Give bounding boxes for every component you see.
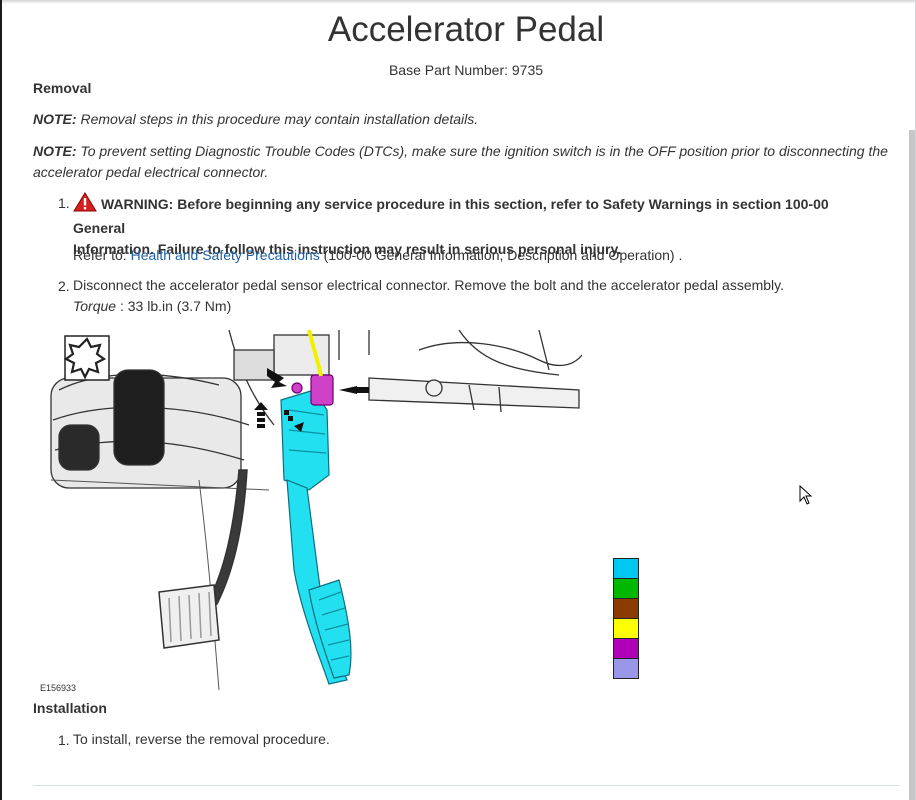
legend-swatch: [613, 618, 639, 638]
install-step-text: To install, reverse the removal procedur…: [73, 731, 330, 747]
torque-value: : 33 lb.in (3.7 Nm): [116, 298, 232, 314]
note-text: To prevent setting Diagnostic Trouble Co…: [76, 143, 888, 159]
color-legend: [613, 558, 639, 679]
installation-heading: Installation: [33, 700, 107, 716]
note-label: NOTE:: [33, 111, 77, 127]
step-number: 1.: [58, 195, 70, 211]
top-shadow: [2, 0, 915, 4]
step-number: 2.: [58, 278, 70, 294]
divider: [33, 785, 899, 786]
note-text: Removal steps in this procedure may cont…: [76, 111, 479, 127]
accelerator-pedal-illustration: [39, 330, 582, 694]
mouse-cursor-icon: [799, 484, 813, 510]
torx-bolt-icon: [63, 335, 110, 381]
torque-label: Torque: [73, 298, 117, 314]
scrollbar[interactable]: [909, 130, 915, 800]
refer-prefix: Refer to:: [73, 247, 131, 263]
page-title: Accelerator Pedal: [327, 10, 605, 49]
legend-swatch: [613, 598, 639, 618]
warning-line-2: Information. Failure to follow this inst…: [73, 241, 622, 257]
figure-code: E156933: [40, 683, 77, 693]
step-2-instruction: Disconnect the accelerator pedal sensor …: [73, 277, 785, 293]
base-part-number: Base Part Number: 9735: [388, 62, 544, 78]
warning-text: WARNING: Before beginning any service pr…: [73, 192, 873, 260]
legend-swatch: [613, 658, 639, 679]
warning-triangle-icon: [73, 192, 97, 218]
note-text-cont: accelerator pedal electrical connector.: [33, 164, 269, 180]
step-2-text: Disconnect the accelerator pedal sensor …: [73, 275, 893, 317]
legend-swatch: [613, 578, 639, 598]
health-safety-link[interactable]: Health and Safety Precautions: [130, 247, 320, 263]
refer-suffix: (100-00 General Information, Description…: [319, 247, 683, 263]
step-number: 1.: [58, 732, 70, 748]
removal-heading: Removal: [33, 80, 92, 96]
note-1: NOTE: Removal steps in this procedure ma…: [33, 109, 903, 130]
legend-swatch: [613, 558, 639, 578]
warning-line-1: WARNING: Before beginning any service pr…: [73, 196, 829, 236]
refer-to: Refer to: Health and Safety Precautions …: [73, 245, 873, 266]
note-2: NOTE: To prevent setting Diagnostic Trou…: [33, 141, 903, 183]
legend-swatch: [613, 638, 639, 658]
note-label: NOTE:: [33, 143, 77, 159]
